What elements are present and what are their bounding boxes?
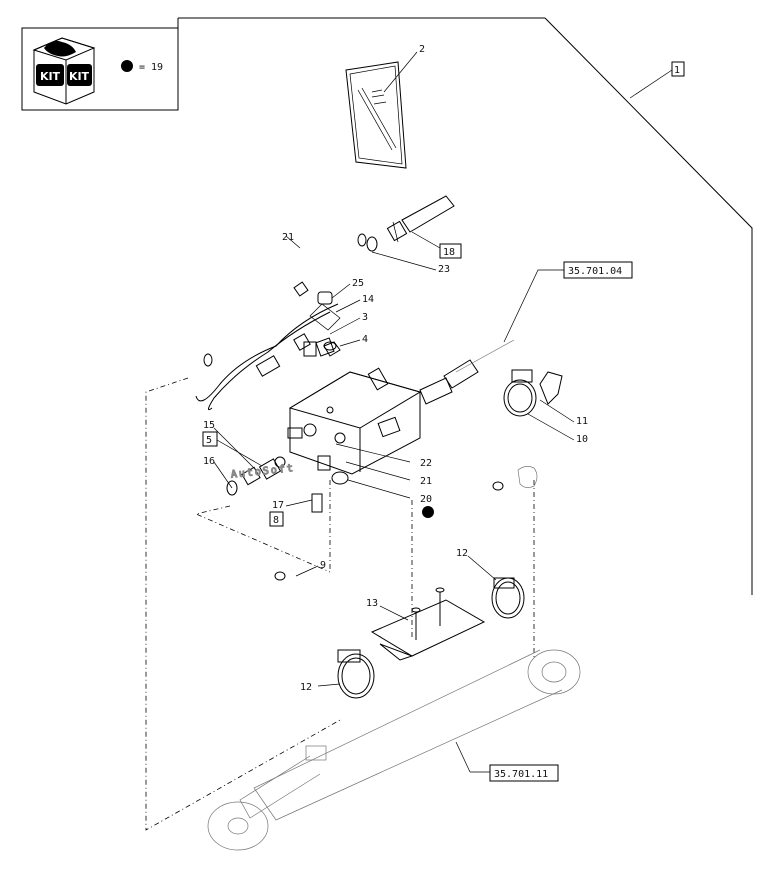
callout-13: 13 xyxy=(366,598,378,609)
callout-10: 10 xyxy=(576,434,588,445)
callout-3: 3 xyxy=(362,312,368,323)
kit-note: = 19 xyxy=(139,62,163,73)
callout-11: 11 xyxy=(576,416,588,427)
o-ring-20 xyxy=(331,471,349,485)
kit-marker-dot xyxy=(422,506,434,518)
callout-16: 16 xyxy=(203,456,215,467)
kit-dot-icon xyxy=(121,60,133,72)
hydraulic-cylinder xyxy=(207,649,581,851)
callout-20: 20 xyxy=(420,494,432,505)
callout-12a: 12 xyxy=(456,548,468,559)
callout-25: 25 xyxy=(352,278,364,289)
o-ring-23 xyxy=(366,236,378,252)
tube-9 xyxy=(244,466,538,615)
callout-5: 5 xyxy=(206,435,212,446)
ref-35-701-11: 35.701.11 xyxy=(494,769,548,780)
callout-14: 14 xyxy=(362,294,374,305)
callout-8: 8 xyxy=(273,515,279,526)
callout-17: 17 xyxy=(272,500,284,511)
elbow-fitting-3 xyxy=(293,333,335,357)
watermark: AutoSoft xyxy=(230,463,295,481)
callout-21b: 21 xyxy=(420,476,432,487)
callout-21a: 21 xyxy=(282,232,294,243)
valve-block xyxy=(287,367,422,475)
callout-18: 18 xyxy=(443,247,455,258)
clamp-12-upper xyxy=(491,577,525,619)
plug-4 xyxy=(323,341,341,357)
callout-22: 22 xyxy=(420,458,432,469)
kit-legend-box: KIT KIT = 19 xyxy=(21,17,545,111)
manual-booklet xyxy=(345,61,407,169)
callout-9: 9 xyxy=(320,560,326,571)
pipe-21-upper xyxy=(203,233,367,367)
plug-17 xyxy=(311,493,323,513)
hose-14 xyxy=(195,303,341,411)
callout-23: 23 xyxy=(438,264,450,275)
callout-1: 1 xyxy=(674,65,680,76)
bracket-13 xyxy=(370,587,486,661)
hose-clamp-10-11 xyxy=(419,339,563,417)
kit-badge-left: KIT xyxy=(40,70,61,83)
fitting-25 xyxy=(317,291,333,305)
hose-end-fitting xyxy=(386,195,455,243)
callout-2: 2 xyxy=(419,44,425,55)
kit-box-icon: KIT KIT xyxy=(32,37,96,105)
kit-badge-right: KIT xyxy=(69,70,90,83)
fitting-15-16 xyxy=(226,456,286,496)
callout-12b: 12 xyxy=(300,682,312,693)
clamp-12-lower xyxy=(337,649,375,699)
callout-4: 4 xyxy=(362,334,368,345)
ref-35-701-04: 35.701.04 xyxy=(568,266,622,277)
callout-15: 15 xyxy=(203,420,215,431)
